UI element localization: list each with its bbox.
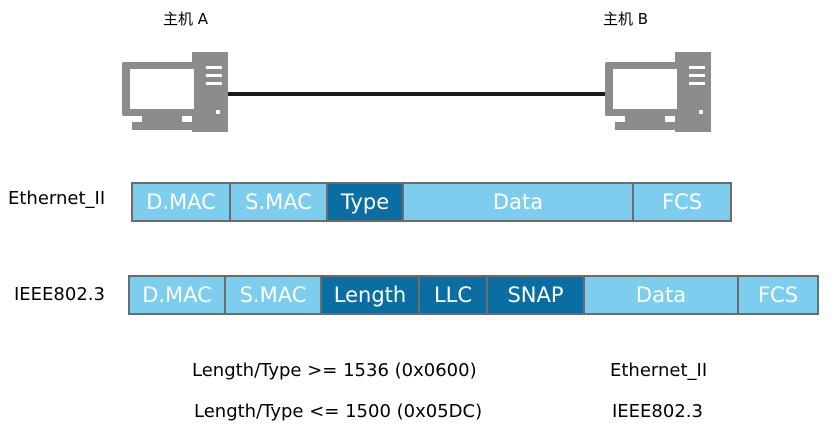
ieee8023-data-field: Data	[585, 277, 739, 313]
host-b-computer-icon	[605, 52, 711, 132]
ethernet2-frame: D.MAC S.MAC Type Data FCS	[131, 182, 732, 222]
ieee8023-snap-field: SNAP	[488, 277, 585, 313]
ieee8023-fcs-field: FCS	[739, 277, 817, 313]
host-a-computer-icon	[122, 52, 228, 132]
ieee8023-smac-field: S.MAC	[226, 277, 322, 313]
network-link	[228, 92, 605, 96]
ethernet2-label: Ethernet_II	[8, 188, 106, 209]
ethernet2-type-field: Type	[328, 184, 404, 220]
ieee8023-length-field: Length	[322, 277, 420, 313]
ieee8023-frame: D.MAC S.MAC Length LLC SNAP Data FCS	[128, 275, 819, 315]
ieee8023-label: IEEE802.3	[14, 284, 105, 305]
rule-1-condition: Length/Type >= 1536 (0x0600)	[192, 360, 477, 381]
ethernet2-dmac-field: D.MAC	[133, 184, 231, 220]
ethernet2-fcs-field: FCS	[634, 184, 730, 220]
host-a-label: 主机 A	[163, 10, 209, 28]
ieee8023-dmac-field: D.MAC	[130, 277, 226, 313]
rule-2-condition: Length/Type <= 1500 (0x05DC)	[194, 401, 483, 422]
host-b-label: 主机 B	[603, 10, 649, 28]
rule-1-result: Ethernet_II	[610, 360, 708, 381]
ethernet2-data-field: Data	[404, 184, 634, 220]
ethernet2-smac-field: S.MAC	[231, 184, 328, 220]
ieee8023-llc-field: LLC	[420, 277, 488, 313]
rule-2-result: IEEE802.3	[612, 401, 703, 422]
